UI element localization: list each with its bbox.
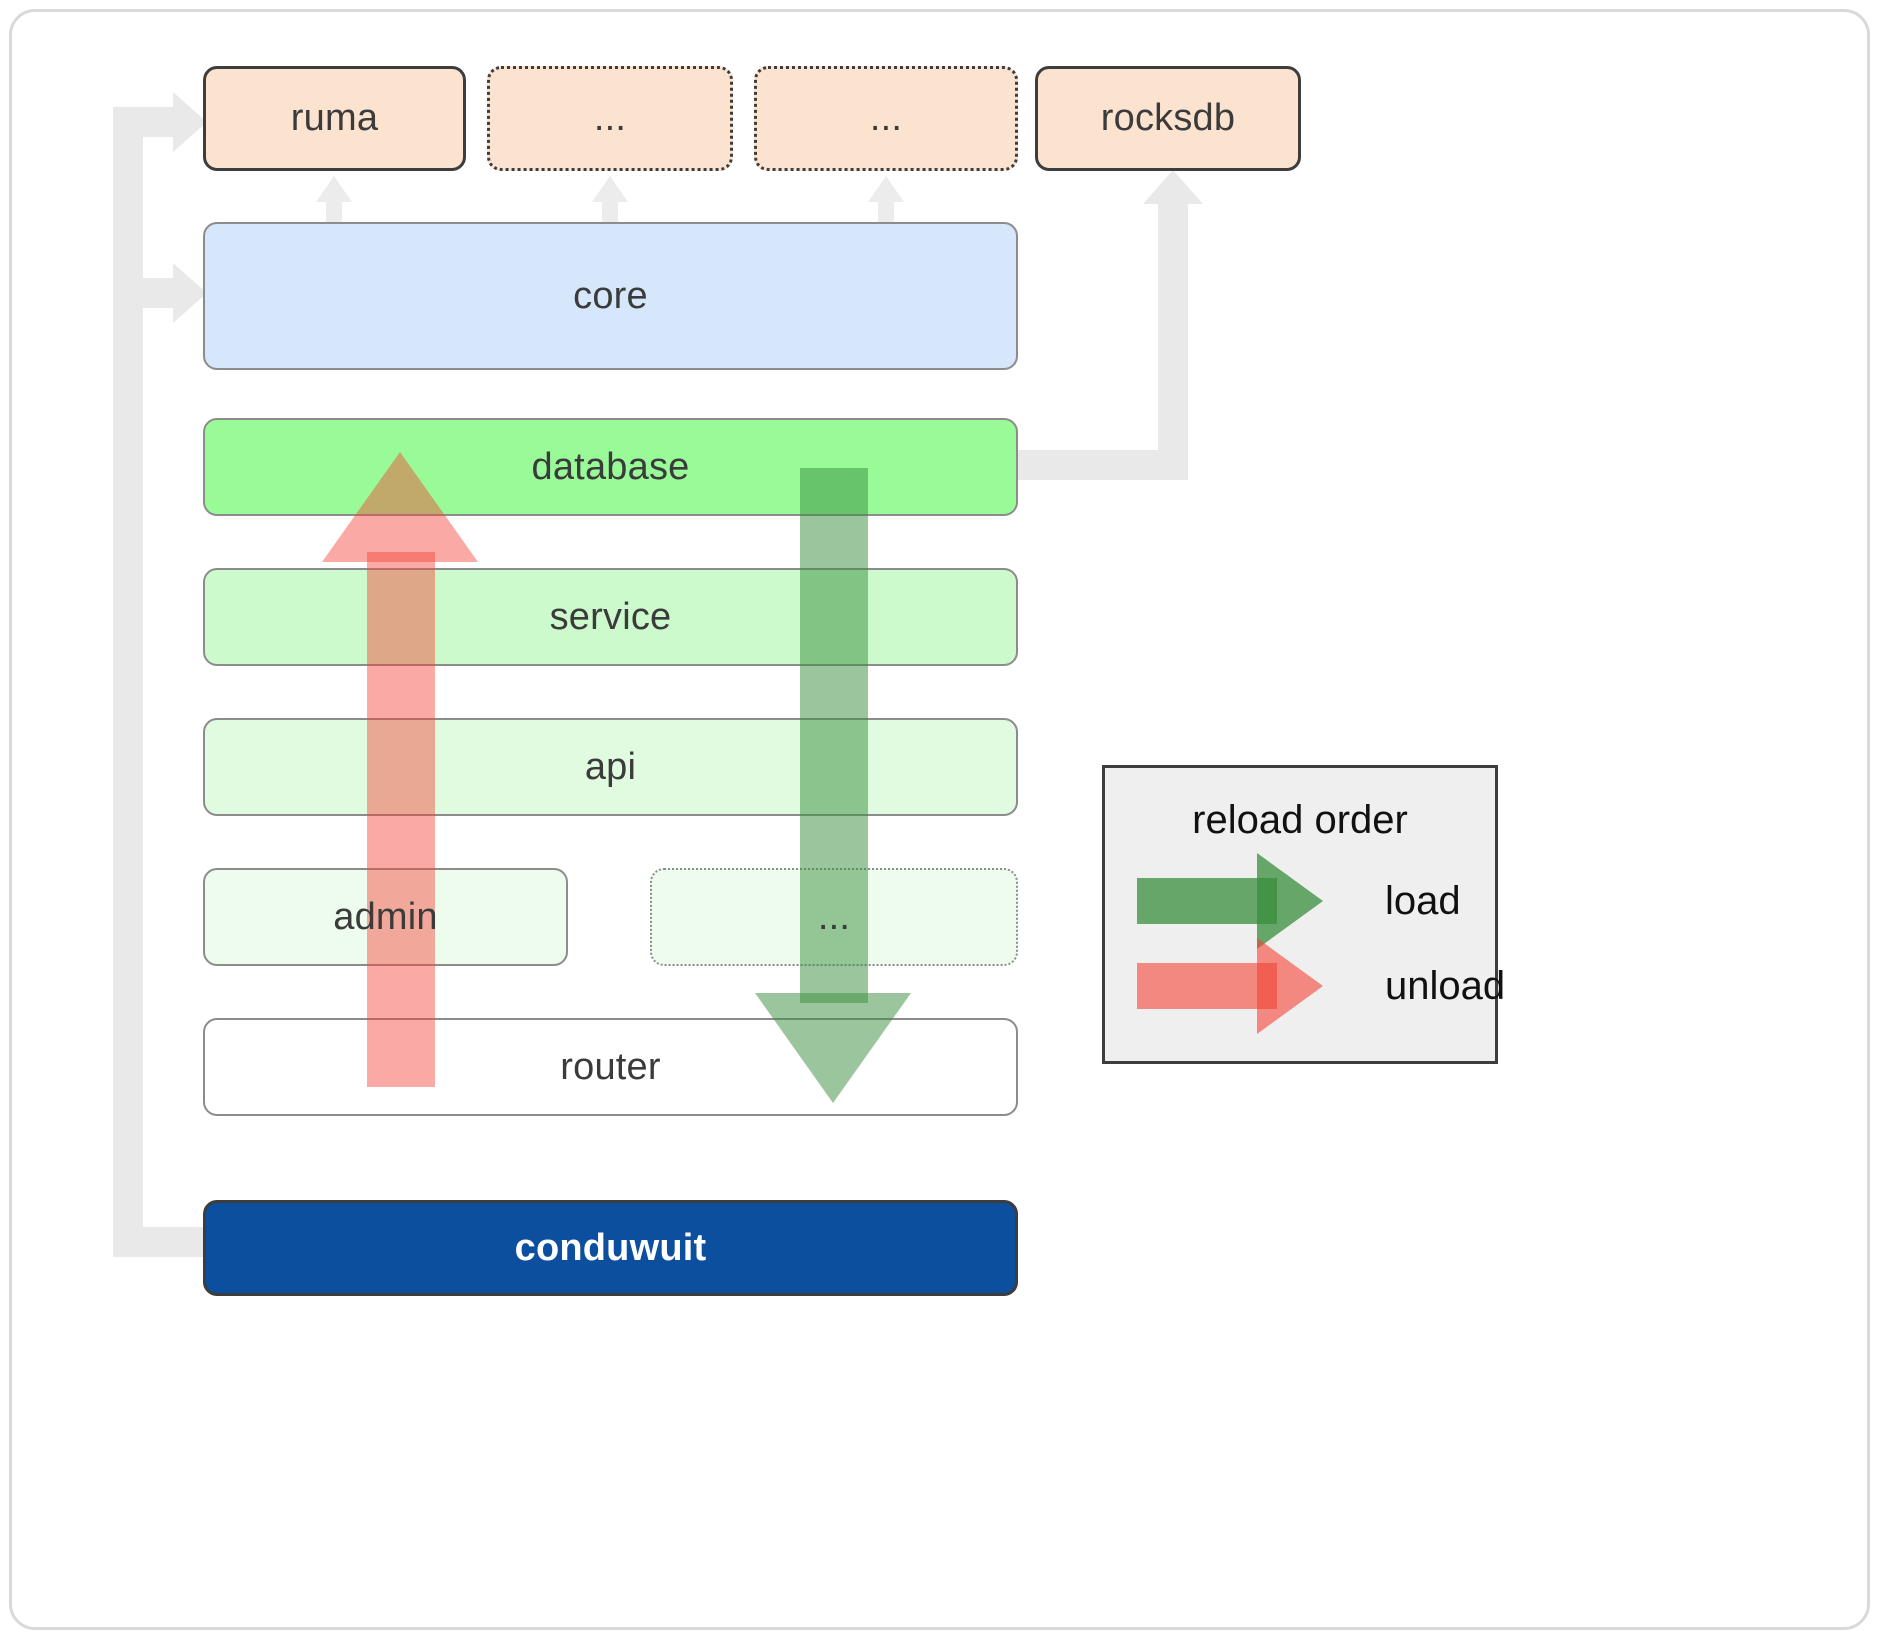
node-external-placeholder-1-label: ... (593, 97, 627, 139)
node-core-label: core (573, 274, 648, 317)
connector-database-rocksdb-vertical (1158, 200, 1188, 465)
legend-unload-label: unload (1385, 963, 1506, 1008)
connector-ruma-branch (113, 107, 175, 137)
node-conduwuit-label: conduwuit (514, 1226, 707, 1269)
node-external-placeholder-2[interactable]: ... (754, 66, 1018, 171)
node-ruma[interactable]: ruma (203, 66, 466, 171)
node-rocksdb-label: rocksdb (1100, 97, 1236, 139)
node-admin[interactable]: admin (203, 868, 568, 966)
node-rocksdb[interactable]: rocksdb (1035, 66, 1301, 171)
connector-trunk-vertical (113, 107, 143, 1257)
node-ruma-label: ruma (290, 97, 379, 139)
connector-ruma-arrowhead (173, 92, 207, 152)
connector-rocksdb-arrowhead (1143, 170, 1203, 204)
legend-load-arrow-icon (1137, 853, 1323, 949)
legend-load-label: load (1385, 878, 1461, 923)
legend-unload-arrow-icon (1137, 938, 1323, 1034)
connector-core-arrowhead (173, 263, 207, 323)
legend-row-load: load (1137, 853, 1461, 949)
node-database-label: database (531, 445, 690, 488)
connector-core-branch (143, 278, 175, 308)
node-external-placeholder-1[interactable]: ... (487, 66, 733, 171)
legend-title: reload order (1192, 798, 1408, 842)
node-router-label: router (560, 1045, 661, 1088)
node-core[interactable]: core (203, 222, 1018, 370)
node-service-label: service (549, 595, 672, 638)
node-api-label: api (584, 745, 637, 788)
load-flow-arrow (755, 468, 913, 1103)
node-conduwuit[interactable]: conduwuit (203, 1200, 1018, 1296)
unload-flow-arrow (322, 452, 480, 1087)
legend-row-unload: unload (1137, 938, 1506, 1034)
node-external-placeholder-2-label: ... (869, 97, 903, 139)
legend-panel: reload order load unload (1102, 765, 1505, 1064)
